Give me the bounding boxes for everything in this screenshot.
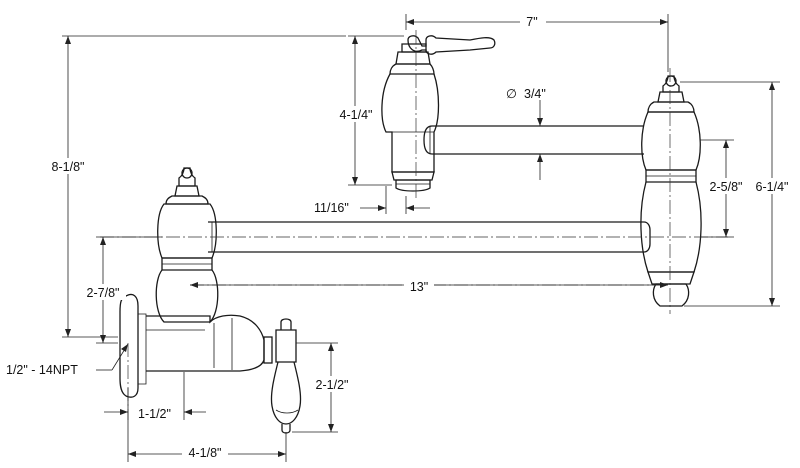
dimension-outlet-offset	[360, 186, 430, 214]
label-valve-depth: 4-1/8"	[189, 446, 222, 460]
valve-body	[146, 314, 273, 372]
wall-flange	[119, 293, 147, 398]
outlet-shutoff	[381, 35, 496, 192]
thread-leader	[96, 343, 129, 371]
spout-pipe	[423, 125, 644, 155]
label-handle-drop: 2-1/2"	[316, 378, 349, 392]
dimension-handle-drop	[292, 342, 338, 433]
label-wall-offset: 1-1/2"	[138, 407, 171, 421]
swing-arm	[208, 221, 651, 253]
label-inlet-height: 2-7/8"	[87, 286, 120, 300]
center-lines	[100, 30, 728, 420]
label-spout-reach: 7"	[526, 15, 537, 29]
hinge-column	[640, 75, 702, 307]
label-outlet-height: 4-1/4"	[340, 108, 373, 122]
dimension-pipe-diameter	[537, 100, 543, 180]
label-thread-spec: 1/2" - 14NPT	[6, 363, 78, 377]
valve-handle	[270, 318, 302, 434]
diameter-symbol: ∅	[506, 87, 517, 101]
lower-swivel-column	[155, 167, 219, 323]
dimension-wall-offset	[104, 372, 206, 420]
label-overall-height: 8-1/8"	[52, 160, 85, 174]
label-pipe-diameter: 3/4"	[524, 87, 546, 101]
label-arm-length: 13"	[410, 280, 428, 294]
label-joint-height: 2-5/8"	[710, 180, 743, 194]
label-outlet-offset: 11/16"	[314, 201, 349, 215]
label-hinge-height: 6-1/4"	[756, 180, 789, 194]
dimension-overall-height	[62, 35, 346, 338]
